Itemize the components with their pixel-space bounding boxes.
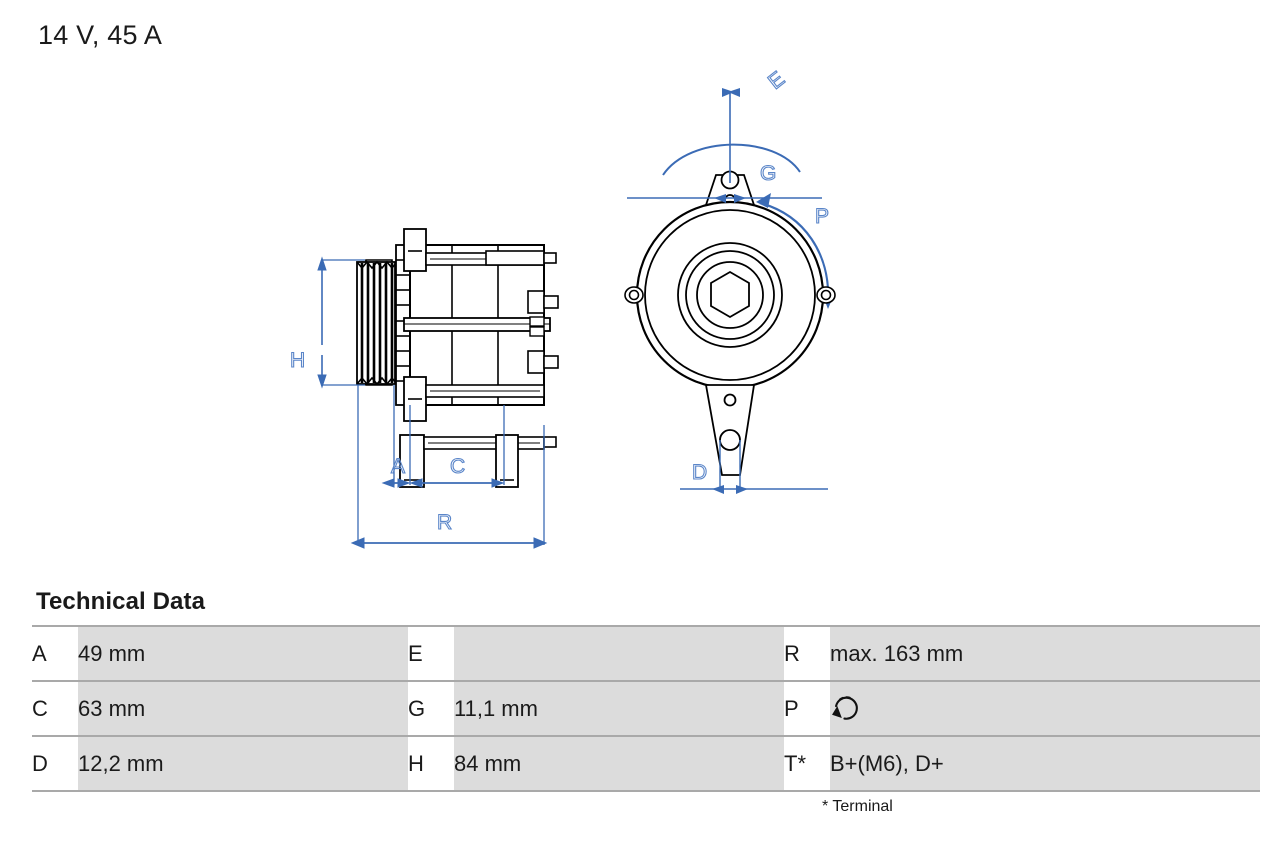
dimension-c [409, 478, 505, 488]
bottom-mounting-ear [399, 376, 557, 488]
row-label-e: E [408, 625, 454, 682]
table-footnote: * Terminal [822, 798, 893, 815]
table-row: A 49 mm E R max. 163 mm [32, 625, 1260, 682]
row-value-c: 63 mm [78, 680, 408, 737]
alternator-side-view-group: H A [289, 228, 559, 549]
row-label-g: G [408, 680, 454, 737]
row-label-d: D [32, 735, 78, 792]
alternator-housing [403, 244, 551, 406]
dimension-d [680, 440, 828, 494]
housing-circles [635, 200, 825, 390]
row-label-t: T* [784, 735, 830, 792]
row-label-p: P [784, 680, 830, 737]
dimension-label-e: E [764, 67, 789, 94]
dimension-label-d: D [692, 461, 707, 484]
top-mounting-ear [403, 228, 557, 272]
row-value-d: 12,2 mm [78, 735, 408, 792]
row-value-g: 11,1 mm [454, 680, 784, 737]
row-label-c: C [32, 680, 78, 737]
rotation-counterclockwise-icon [830, 693, 864, 725]
dimension-label-r: R [437, 511, 452, 534]
dimension-label-p: P [815, 205, 829, 228]
alternator-front-view-group: P [624, 67, 836, 494]
dimension-label-g: G [760, 162, 776, 185]
lower-mounting-lug [704, 384, 756, 476]
dimension-label-h: H [290, 349, 305, 372]
row-label-h: H [408, 735, 454, 792]
extension-lines [357, 385, 545, 545]
dimension-label-a: A [391, 455, 405, 478]
row-value-e [454, 625, 784, 682]
table-row: D 12,2 mm H 84 mm T* B+(M6), D+ [32, 735, 1260, 792]
row-label-a: A [32, 625, 78, 682]
row-value-a: 49 mm [78, 625, 408, 682]
technical-data-section: Technical Data A 49 mm E R max. 163 mm C… [32, 588, 1260, 816]
row-value-p [830, 680, 1260, 737]
technical-drawings: H A [0, 55, 1280, 575]
row-value-r: max. 163 mm [830, 625, 1260, 682]
row-value-h: 84 mm [454, 735, 784, 792]
dimension-r [350, 537, 548, 549]
technical-data-table: A 49 mm E R max. 163 mm C 63 mm G 11,1 m… [32, 625, 1260, 792]
table-row: C 63 mm G 11,1 mm P [32, 680, 1260, 737]
row-value-t: B+(M6), D+ [830, 735, 1260, 792]
dimension-label-c: C [450, 455, 465, 478]
terminal-studs [527, 290, 559, 374]
dimension-a [381, 478, 411, 488]
technical-data-heading: Technical Data [36, 588, 206, 615]
pulley [356, 260, 398, 386]
page-title: 14 V, 45 A [38, 20, 163, 50]
dimension-g [627, 194, 822, 203]
row-label-r: R [784, 625, 830, 682]
side-lugs [624, 286, 836, 304]
dimension-e [662, 88, 801, 183]
